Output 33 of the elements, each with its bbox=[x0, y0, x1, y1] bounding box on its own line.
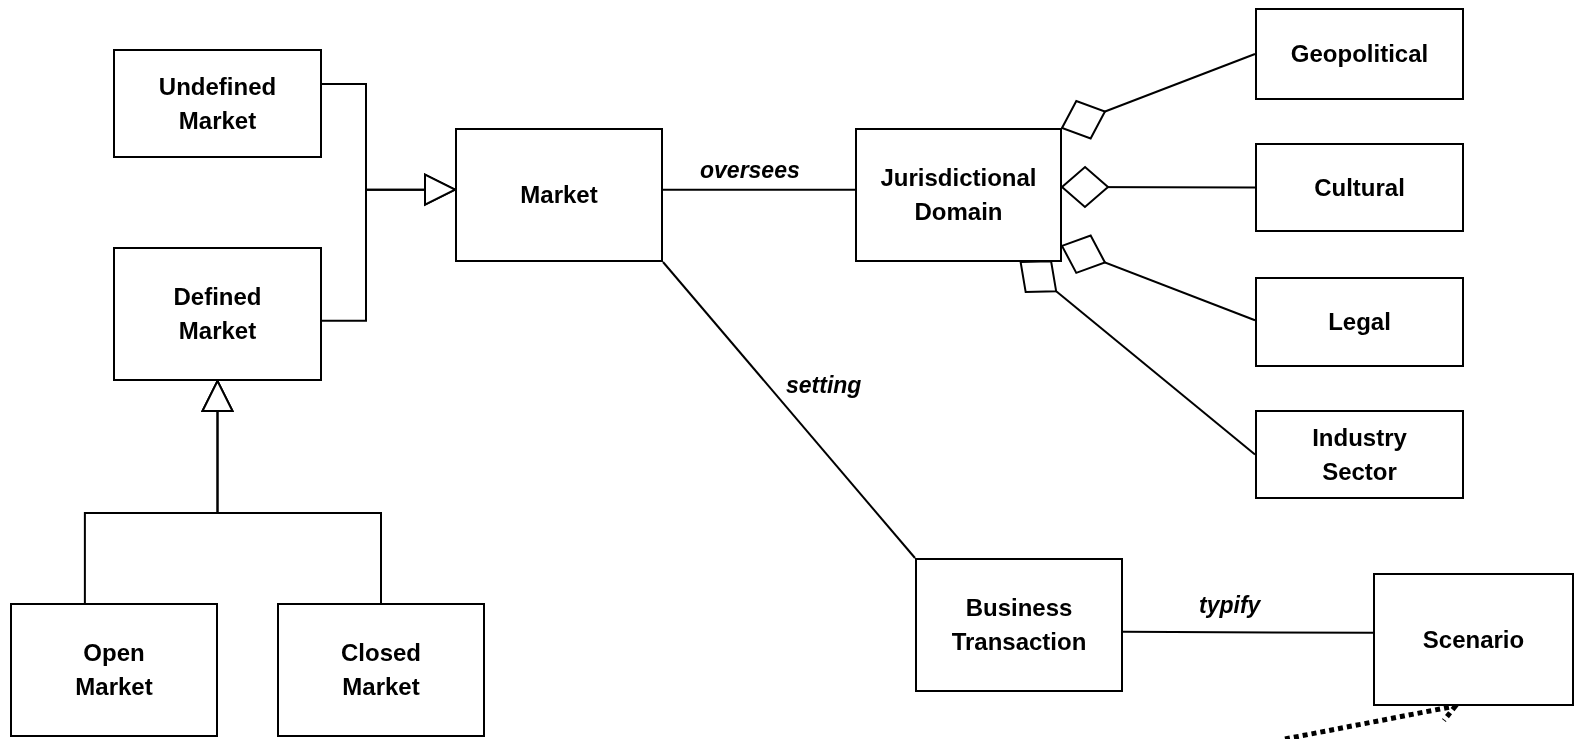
class-box bbox=[10, 603, 218, 737]
class-name: Geopolitical bbox=[1290, 39, 1429, 69]
class-name: Jurisdictional Domain bbox=[879, 163, 1038, 227]
association-line bbox=[662, 261, 916, 559]
association-line bbox=[1122, 630, 1374, 634]
generalization-arrow bbox=[201, 380, 382, 604]
class-box bbox=[1255, 277, 1464, 367]
class-box bbox=[1255, 410, 1464, 499]
class-name: Defined Market bbox=[172, 282, 263, 346]
class-name: Legal bbox=[1328, 307, 1391, 337]
class-name: Undefined Market bbox=[157, 71, 278, 136]
class-box bbox=[1255, 143, 1464, 232]
class-box bbox=[1373, 573, 1574, 706]
aggregation-line bbox=[1061, 166, 1256, 208]
class-name: Open Market bbox=[74, 638, 154, 702]
aggregation-line bbox=[1019, 260, 1256, 456]
class-name: Closed Market bbox=[340, 638, 422, 702]
class-box bbox=[113, 247, 322, 381]
class-name: Industry Sector bbox=[1311, 422, 1408, 487]
class-name: Business Transaction bbox=[950, 593, 1088, 657]
aggregation-line bbox=[1061, 53, 1256, 140]
class-box bbox=[455, 128, 663, 262]
class-name: Cultural bbox=[1314, 172, 1405, 203]
class-name: Market bbox=[520, 180, 598, 210]
class-box bbox=[915, 558, 1123, 692]
aggregation-line bbox=[1061, 234, 1256, 322]
association-line bbox=[662, 188, 856, 191]
class-box bbox=[855, 128, 1062, 262]
class-box bbox=[1255, 8, 1464, 100]
class-box bbox=[113, 49, 322, 158]
class-name: Scenario bbox=[1422, 624, 1525, 655]
generalization-arrow bbox=[321, 173, 456, 322]
class-box bbox=[277, 603, 485, 737]
